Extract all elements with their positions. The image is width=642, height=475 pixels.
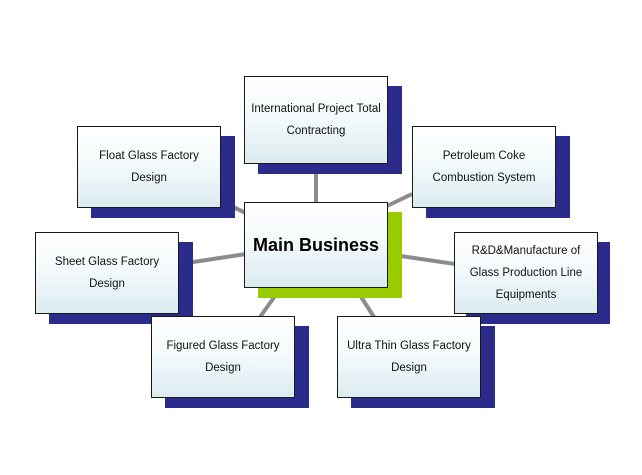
node-label: Sheet Glass Factory Design [35, 232, 179, 314]
connector-petroleum [386, 192, 413, 208]
node-label: Figured Glass Factory Design [151, 316, 295, 398]
node-label: Petroleum Coke Combustion System [412, 126, 556, 208]
center-label: Main Business [244, 202, 388, 288]
node-label: R&D&Manufacture of Glass Production Line… [454, 232, 598, 314]
node-label: Ultra Thin Glass Factory Design [337, 316, 481, 398]
node-label: International Project Total Contracting [244, 76, 388, 164]
node-label: Float Glass Factory Design [77, 126, 221, 208]
